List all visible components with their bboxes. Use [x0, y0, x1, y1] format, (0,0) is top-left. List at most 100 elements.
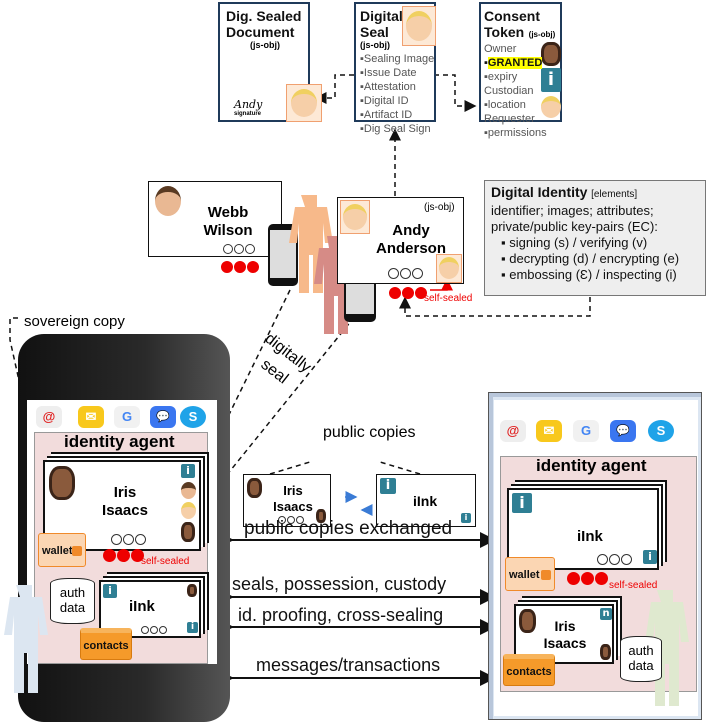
exchange-label: messages/transactions [256, 655, 441, 675]
left-agent-title: identity agent [64, 432, 175, 451]
seal-item: ▪Attestation [360, 81, 416, 93]
exchange-label: public copies exchanged [244, 518, 453, 539]
info-icon: i [461, 513, 471, 523]
public-ilink-card[interactable]: i iInk i [376, 474, 476, 527]
signature: Andy [234, 98, 263, 111]
andy-anderson-card: (js-obj) Andy Anderson [337, 197, 464, 284]
webb-name-1: Webb [207, 204, 249, 221]
andy-avatar-frame [286, 84, 322, 122]
info-icon: i [512, 493, 532, 513]
token-subtitle: (js-obj) [528, 30, 556, 39]
andy-avatar-frame [436, 254, 462, 283]
iris-avatar [247, 478, 262, 498]
sealed-doc-title-1: Dig. Sealed [226, 8, 302, 24]
seal-title-1: Digital [360, 8, 403, 24]
info-icon: i [380, 478, 396, 494]
left-iris-card[interactable]: Iris Isaacs i [43, 460, 201, 551]
consent-token-box: i Consent Token (js-obj) Owner ▪GRANTED … [479, 2, 562, 139]
right-ilink-card[interactable]: i iInk i [507, 488, 659, 570]
andy-avatar-frame [402, 6, 436, 46]
digital-identity-box: Digital Identity [elements] identifier; … [484, 180, 706, 296]
andy-key-circles [388, 268, 423, 279]
right-contacts-folder[interactable]: contacts [503, 654, 555, 686]
right-ilink-name: iInk [577, 528, 603, 545]
key-circles [278, 516, 304, 524]
andy-avatar [343, 204, 367, 230]
andy-avatar [406, 11, 432, 41]
iris-avatar [187, 584, 197, 597]
signal-app-icon[interactable]: 💬 [150, 406, 176, 428]
sealed-doc-title-2: Document [226, 24, 295, 40]
info-icon: i [643, 550, 657, 564]
digital-identity-line: identifier; images; attributes; [491, 203, 654, 218]
left-contacts-folder[interactable]: contacts [80, 628, 132, 660]
sovereign-copy-label: sovereign copy [24, 313, 125, 330]
token-line: ▪permissions [484, 127, 547, 139]
andy-js-obj-tag: (js-obj) [424, 202, 455, 213]
iris-person-icon [4, 585, 48, 693]
public-iris-name-1: Iris [283, 483, 303, 498]
key-pair-item: ▪ signing (s) / verifying (v) [501, 235, 648, 250]
andy-avatar [439, 257, 459, 279]
ilink-key-circles [141, 626, 167, 634]
digital-identity-suffix: [elements] [591, 189, 638, 200]
seal-item: ▪Artifact ID [360, 109, 413, 121]
andy-name-2: Anderson [375, 240, 446, 257]
seal-title-2: Seal [360, 24, 389, 40]
right-agent-title: identity agent [536, 456, 647, 475]
token-line: Owner [484, 43, 517, 55]
andy-avatar [181, 502, 196, 519]
exchange-label: id. proofing, cross-sealing [238, 605, 444, 625]
iris-name-2: Isaacs [102, 502, 148, 519]
info-icon: i [103, 584, 117, 598]
key-pair-item: ▪ embossing (Ɛ) / inspecting (i) [501, 267, 677, 282]
seal-item: ▪Issue Date [360, 67, 417, 79]
mail-app-icon[interactable]: ✉ [536, 420, 562, 442]
wallet-icon [72, 546, 82, 556]
andy-self-sealed: self-sealed [424, 293, 473, 304]
public-iris-card[interactable]: Iris Isaacs [243, 474, 331, 527]
mail-app-icon[interactable]: ✉ [78, 406, 104, 428]
sealed-document-box: Dig. Sealed Document (js-obj) Andy signa… [218, 2, 322, 122]
email-app-icon[interactable]: @ [36, 406, 62, 428]
andy-name-1: Andy [392, 222, 430, 239]
iris-avatar [49, 466, 75, 500]
wallet-icon [541, 570, 551, 580]
right-iris-name-2: Isaacs [543, 635, 587, 651]
token-title-1: Consent [484, 8, 540, 24]
right-wallet[interactable]: wallet [505, 557, 555, 591]
google-app-icon[interactable]: G [114, 406, 140, 428]
digital-identity-title: Digital Identity [491, 184, 588, 200]
google-app-icon[interactable]: G [573, 420, 599, 442]
token-line: Custodian [484, 85, 534, 97]
n-badge: n [600, 608, 612, 620]
left-wallet[interactable]: wallet [38, 533, 86, 567]
andy-avatar [291, 89, 317, 117]
iris-name-1: Iris [113, 484, 137, 501]
webb-seal-dots [221, 261, 259, 273]
left-seal-dots [103, 549, 144, 562]
iris-avatar [316, 509, 326, 523]
signature-label: signature [234, 111, 262, 117]
info-icon: i [181, 464, 195, 478]
iris-avatar [600, 644, 611, 660]
iris-key-circles [111, 534, 146, 545]
iris-avatar [541, 42, 561, 66]
public-copies-label: public copies [323, 424, 416, 441]
skype-app-icon[interactable]: S [648, 420, 674, 442]
webb-avatar [155, 186, 181, 216]
digital-seal-box: Digital Seal (js-obj) ▪Sealing Image ▪Is… [354, 2, 436, 135]
email-app-icon[interactable]: @ [500, 420, 526, 442]
skype-app-icon[interactable]: S [180, 406, 206, 428]
webb-key-circles [223, 244, 255, 254]
seal-subtitle: (js-obj) [360, 40, 390, 50]
andy-seal-dots [389, 287, 427, 299]
key-circles [597, 554, 632, 565]
right-seal-dots [567, 572, 608, 585]
signal-app-icon[interactable]: 💬 [610, 420, 636, 442]
public-ilink-name: iInk [413, 493, 438, 509]
info-icon: i [187, 622, 198, 633]
token-line: ▪location [484, 99, 526, 111]
left-self-sealed: self-sealed [141, 556, 190, 567]
